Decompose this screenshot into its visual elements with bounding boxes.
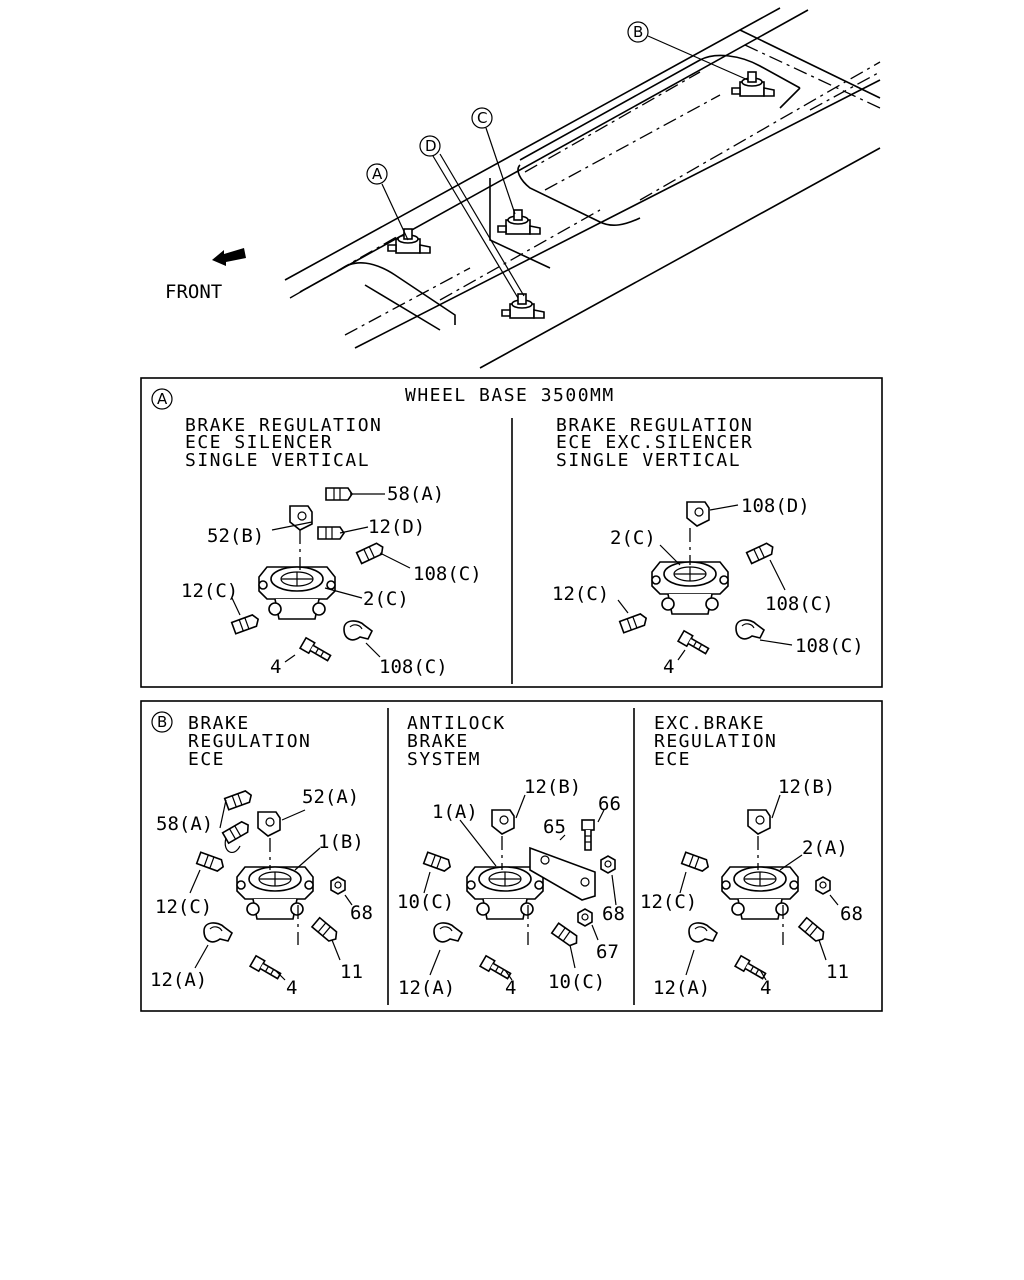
label-4-right: 4 [663,656,674,678]
overview-callout-a: A [366,163,409,241]
panel-b-col3-line-1: EXC.BRAKE [654,713,765,734]
front-arrow-icon [212,248,246,266]
panel-a: A WHEEL BASE 3500MM BRAKE REGULATION ECE… [140,377,883,688]
label-108c-upper: 108(C) [413,563,482,585]
label-12c-right: 12(C) [552,583,609,605]
label-1b: 1(B) [318,831,364,853]
svg-text:B: B [157,713,167,731]
label-2c-right: 2(C) [610,527,656,549]
panel-a-left-parts [230,487,411,664]
label-68-col2: 68 [602,903,625,925]
label-4: 4 [270,656,281,678]
label-12c-b: 12(C) [155,896,212,918]
panel-a-left-line-1: BRAKE REGULATION [185,415,382,436]
panel-b-col1-parts [189,788,353,982]
panel-b-col3-parts [679,794,839,982]
panel-a-right-parts [617,501,793,661]
panel-a-left-line-3: SINGLE VERTICAL [185,450,370,471]
panel-b-col1-line-3: ECE [188,749,225,770]
label-4-col1: 4 [286,977,297,999]
panel-b-col1-line-2: REGULATION [188,731,311,752]
label-4-col2: 4 [505,977,516,999]
panel-a-title: WHEEL BASE 3500MM [405,385,615,406]
front-label: FRONT [165,281,222,303]
label-12b-col3: 12(B) [778,776,835,798]
panel-b-col2-parts [422,794,617,982]
label-58a-b: 58(A) [156,813,213,835]
panel-b-letter: B [151,711,173,733]
svg-text:D: D [425,137,437,155]
label-2c: 2(C) [363,588,409,610]
svg-text:A: A [157,390,168,408]
panel-b-col2-line-2: BRAKE [407,731,469,752]
panel-b-col3-line-2: REGULATION [654,731,777,752]
overview-callout-d: D [419,135,525,299]
label-66: 66 [598,793,621,815]
label-12b-col2: 12(B) [524,776,581,798]
label-4-col3: 4 [760,977,771,999]
svg-text:B: B [633,23,643,41]
label-108d: 108(D) [741,495,810,517]
label-67: 67 [596,941,619,963]
label-12c-col3: 12(C) [640,891,697,913]
panel-a-letter: A [151,388,173,410]
label-11-col1: 11 [340,961,363,983]
label-12a-col3: 12(A) [653,977,710,999]
label-58a: 58(A) [387,483,444,505]
svg-text:C: C [477,109,487,127]
label-68-col1: 68 [350,902,373,924]
panel-b-col2-line-1: ANTILOCK [407,713,506,734]
label-65: 65 [543,816,566,838]
label-12a-col1: 12(A) [150,969,207,991]
label-1a: 1(A) [432,801,478,823]
label-52b: 52(B) [207,525,264,547]
panel-a-right-line-3: SINGLE VERTICAL [556,450,741,471]
label-10c-lower: 10(C) [548,971,605,993]
label-108c-right-upper: 108(C) [765,593,834,615]
label-108c-right-lower: 108(C) [795,635,864,657]
panel-b-col2-line-3: SYSTEM [407,749,481,770]
label-2a: 2(A) [802,837,848,859]
label-12a-col2: 12(A) [398,977,455,999]
label-11-col3: 11 [826,961,849,983]
label-12c: 12(C) [181,580,238,602]
overview-callout-b: B [627,21,749,81]
panel-b-col3-line-3: ECE [654,749,691,770]
label-52a: 52(A) [302,786,359,808]
panel-a-left-line-2: ECE SILENCER [185,432,333,453]
panel-a-right-line-1: BRAKE REGULATION [556,415,753,436]
label-10c-upper: 10(C) [397,891,454,913]
label-108c-lower: 108(C) [379,656,448,678]
panel-a-right-line-2: ECE EXC.SILENCER [556,432,753,453]
panel-b: B BRAKE REGULATION ECE [140,700,883,1012]
overview-callout-c: C [471,107,516,215]
chassis-frame-drawing [284,7,881,369]
panel-b-col1-line-1: BRAKE [188,713,250,734]
label-68-col3: 68 [840,903,863,925]
svg-text:A: A [372,165,383,183]
label-12d: 12(D) [368,516,425,538]
